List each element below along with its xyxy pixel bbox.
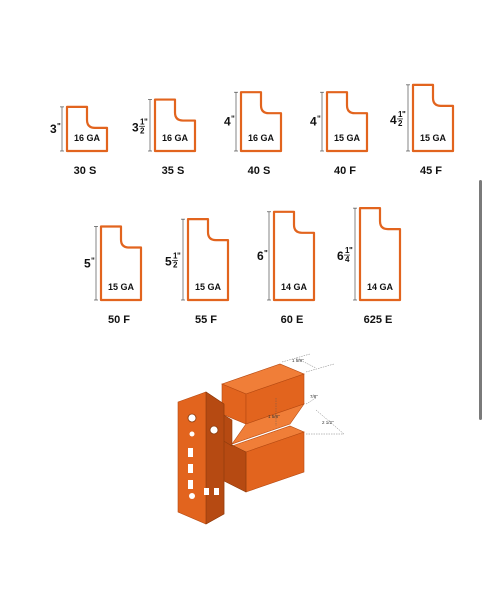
gauge-label: 15 GA	[334, 133, 361, 143]
height-frac-numerator: 1	[398, 110, 403, 119]
profile-outline	[65, 105, 109, 153]
height-unit: "	[57, 122, 61, 131]
profile-outline	[99, 225, 143, 302]
height-unit: "	[91, 256, 95, 265]
connector-slot	[188, 448, 193, 457]
profile-name: 55 F	[195, 314, 217, 326]
profile-name: 625 E	[364, 314, 393, 326]
height-unit: "	[402, 110, 406, 119]
height-label: 6"	[257, 249, 268, 263]
height-unit: "	[264, 249, 268, 258]
isometric-beam-illustration: 1 5/8" 7/8" 1 5/8" 2 1/2"	[177, 353, 345, 525]
dim-step-height: 1 5/8"	[268, 414, 280, 419]
beam-profile: 3" 16 GA 30 S	[50, 105, 109, 177]
height-whole: 6	[257, 249, 264, 263]
height-whole: 5	[84, 256, 91, 270]
gauge-label: 16 GA	[74, 133, 101, 143]
dim-bottom-width: 2 1/2"	[322, 420, 334, 425]
profile-outline	[325, 91, 369, 153]
dim-top-width: 1 5/8"	[292, 358, 304, 363]
gauge-label: 16 GA	[162, 133, 189, 143]
height-unit: "	[177, 252, 181, 261]
height-label: 3"	[50, 122, 61, 136]
profile-name: 45 F	[420, 165, 442, 177]
connector-plate-edge	[205, 391, 225, 525]
height-frac-denominator: 2	[140, 126, 145, 135]
gauge-label: 16 GA	[248, 133, 275, 143]
height-frac-denominator: 2	[173, 261, 178, 270]
height-frac-numerator: 1	[345, 246, 350, 255]
height-frac-numerator: 1	[173, 252, 178, 261]
gauge-label: 15 GA	[195, 282, 222, 292]
height-unit: "	[144, 117, 148, 126]
profile-name: 50 F	[108, 314, 130, 326]
height-unit: "	[231, 115, 235, 124]
beam-profile: 5" 15 GA 50 F	[84, 225, 143, 326]
gauge-label: 14 GA	[281, 282, 308, 292]
dim-step-depth: 7/8"	[310, 394, 318, 399]
profile-outline	[411, 83, 455, 153]
height-whole: 4	[310, 115, 317, 129]
beam-profile: 6" 14 GA 60 E	[257, 210, 316, 326]
height-unit: "	[317, 115, 321, 124]
beam-profile: 4" 16 GA 40 S	[224, 91, 283, 177]
beam-step-face	[231, 403, 305, 445]
height-frac-numerator: 1	[140, 117, 145, 126]
height-whole: 4	[390, 113, 397, 127]
profile-outline	[153, 98, 197, 153]
connector-slot	[188, 480, 193, 489]
scrollbar[interactable]	[479, 180, 482, 420]
profile-outline	[239, 91, 283, 153]
connector-slot	[188, 464, 193, 473]
profile-name: 35 S	[162, 165, 185, 177]
height-label: 5"	[84, 256, 95, 270]
beam-profile: 4" 15 GA 40 F	[310, 91, 369, 177]
profile-name: 30 S	[74, 165, 97, 177]
height-frac-denominator: 4	[345, 255, 350, 264]
connector-slot	[204, 488, 209, 495]
height-unit: "	[349, 246, 353, 255]
profile-outline	[358, 207, 402, 302]
height-label: 4"	[310, 115, 321, 129]
height-whole: 4	[224, 115, 231, 129]
height-whole: 5	[165, 255, 172, 269]
gauge-label: 15 GA	[108, 282, 135, 292]
profile-name: 60 E	[281, 314, 304, 326]
gauge-label: 15 GA	[420, 133, 447, 143]
profile-name: 40 F	[334, 165, 356, 177]
gauge-label: 14 GA	[367, 282, 394, 292]
connector-rivet	[189, 493, 195, 499]
profile-outline	[272, 210, 316, 302]
profile-outline	[186, 218, 230, 302]
profile-name: 40 S	[248, 165, 271, 177]
connector-slot	[214, 488, 219, 495]
connector-rivet	[187, 413, 197, 423]
connector-rivet	[209, 425, 219, 435]
height-label: 4"	[224, 115, 235, 129]
connector-rivet	[189, 431, 195, 437]
height-whole: 6	[337, 249, 344, 263]
height-whole: 3	[50, 122, 57, 136]
height-frac-denominator: 2	[398, 119, 403, 128]
height-whole: 3	[132, 120, 139, 134]
